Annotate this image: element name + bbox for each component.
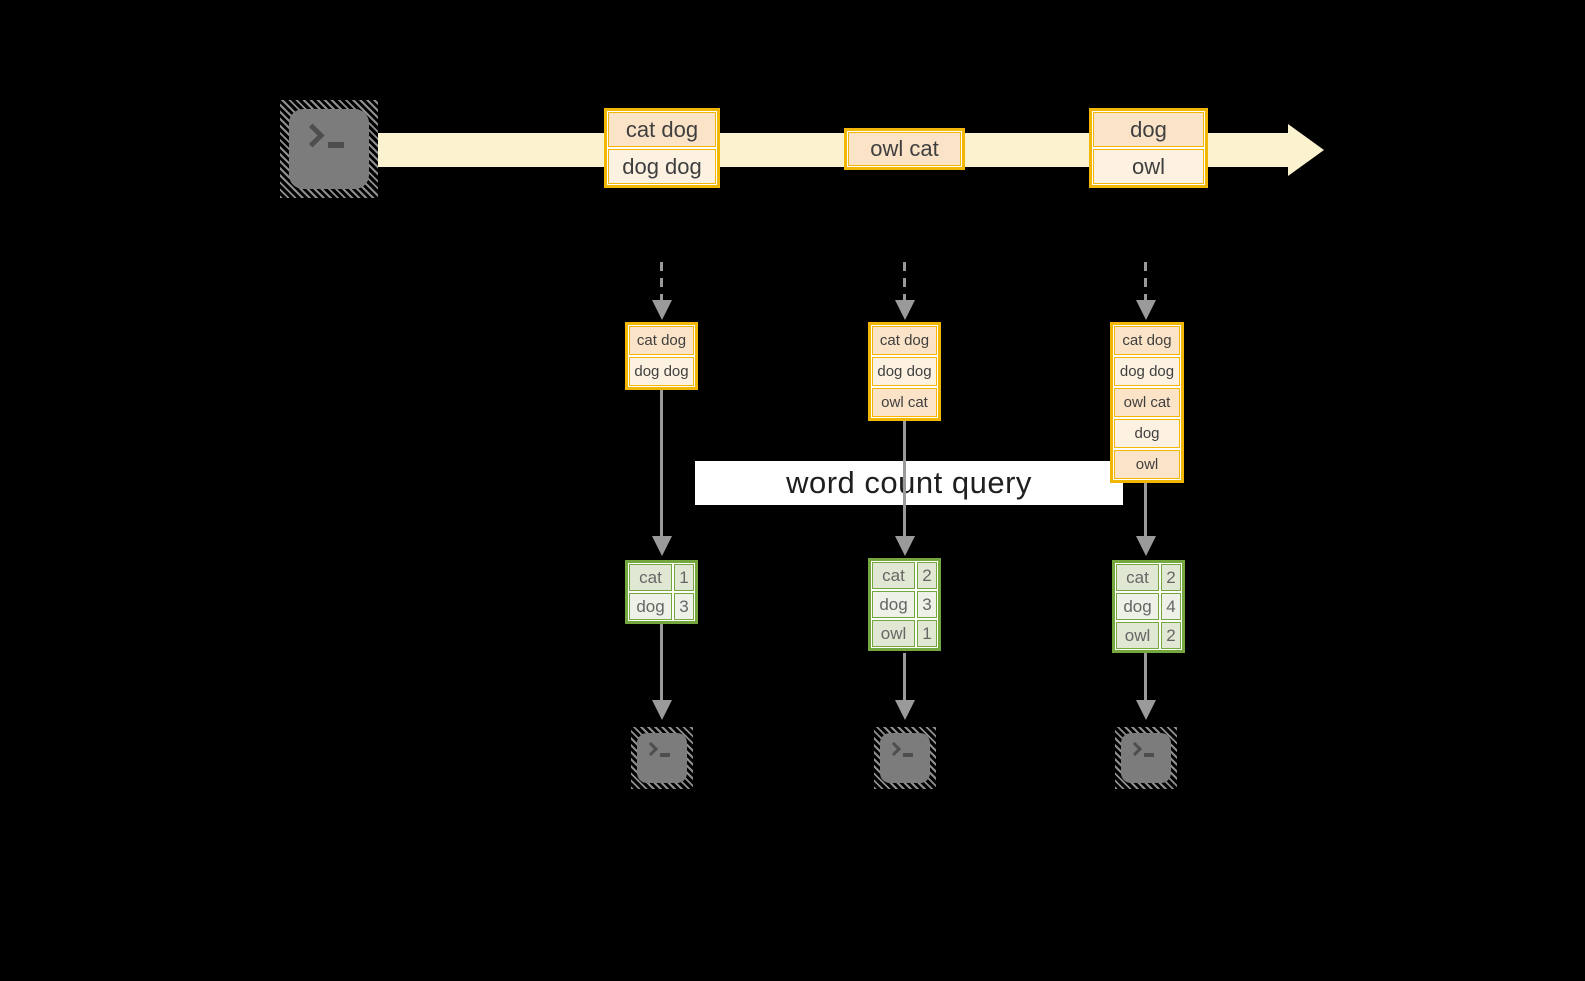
arrow-down-icon: [652, 700, 672, 720]
count-word-cell: owl: [1116, 622, 1159, 649]
underscore-cursor-icon: [660, 753, 670, 757]
arrow-down-icon: [1136, 700, 1156, 720]
chevron-right-icon: [1127, 741, 1143, 757]
count-word-cell: cat: [872, 562, 915, 589]
buffer-cell: owl: [1114, 450, 1180, 479]
terminal-prompt-icon: [1127, 741, 1154, 757]
count-word-cell: cat: [629, 564, 672, 591]
arrow-line: [660, 389, 663, 536]
sink-terminal-icon: [874, 727, 936, 789]
count-value-cell: 3: [917, 591, 937, 618]
arrow-line: [903, 420, 906, 536]
arrow-down-icon: [895, 700, 915, 720]
count-table: cat 1 dog 3: [625, 560, 698, 624]
buffer-stack: cat dog dog dog owl cat dog owl: [1110, 322, 1184, 483]
underscore-cursor-icon: [1144, 753, 1154, 757]
count-word-cell: dog: [1116, 593, 1159, 620]
stream-event-box: dog owl: [1089, 108, 1208, 188]
underscore-cursor-icon: [903, 753, 913, 757]
buffer-cell: cat dog: [872, 326, 937, 355]
count-value-cell: 4: [1161, 593, 1181, 620]
count-value-cell: 2: [1161, 622, 1181, 649]
buffer-cell: cat dog: [1114, 326, 1180, 355]
count-value-cell: 2: [917, 562, 937, 589]
count-word-cell: dog: [629, 593, 672, 620]
terminal-window: [1121, 733, 1171, 783]
chevron-right-icon: [886, 741, 902, 757]
event-cell: dog dog: [608, 149, 716, 184]
event-cell: cat dog: [608, 112, 716, 147]
arrow-line: [1144, 653, 1147, 700]
arrow-line: [660, 624, 663, 700]
count-word-cell: cat: [1116, 564, 1159, 591]
arrow-down-icon: [652, 536, 672, 556]
chevron-right-icon: [643, 741, 659, 757]
query-label-band: word count query: [695, 461, 1123, 505]
count-table: cat 2 dog 3 owl 1: [868, 558, 941, 651]
stream-event-box: cat dog dog dog: [604, 108, 720, 188]
dashed-arrow-line: [903, 262, 906, 300]
terminal-window: [637, 733, 687, 783]
source-terminal-icon: [280, 100, 378, 198]
buffer-cell: dog dog: [629, 357, 694, 386]
count-value-cell: 1: [674, 564, 694, 591]
underscore-cursor-icon: [328, 142, 344, 148]
buffer-stack: cat dog dog dog: [625, 322, 698, 390]
terminal-prompt-icon: [886, 741, 913, 757]
arrow-down-icon: [652, 300, 672, 320]
terminal-prompt-icon: [300, 123, 344, 148]
buffer-cell: owl cat: [1114, 388, 1180, 417]
count-value-cell: 2: [1161, 564, 1181, 591]
sink-terminal-icon: [1115, 727, 1177, 789]
buffer-cell: owl cat: [872, 388, 937, 417]
arrow-line: [1144, 483, 1147, 536]
count-word-cell: dog: [872, 591, 915, 618]
terminal-window: [880, 733, 930, 783]
arrow-down-icon: [1136, 300, 1156, 320]
stream-event-box: owl cat: [844, 128, 965, 170]
terminal-window: [289, 109, 369, 189]
chevron-right-icon: [300, 123, 325, 148]
query-label: word count query: [786, 465, 1032, 500]
dashed-arrow-line: [660, 262, 663, 300]
arrow-down-icon: [1136, 536, 1156, 556]
terminal-prompt-icon: [643, 741, 670, 757]
arrow-line: [903, 653, 906, 700]
buffer-cell: dog: [1114, 419, 1180, 448]
dashed-arrow-line: [1144, 262, 1147, 300]
arrow-down-icon: [895, 536, 915, 556]
count-table: cat 2 dog 4 owl 2: [1112, 560, 1185, 653]
buffer-stack: cat dog dog dog owl cat: [868, 322, 941, 421]
buffer-cell: cat dog: [629, 326, 694, 355]
count-word-cell: owl: [872, 620, 915, 647]
count-value-cell: 1: [917, 620, 937, 647]
arrow-down-icon: [895, 300, 915, 320]
buffer-cell: dog dog: [872, 357, 937, 386]
count-value-cell: 3: [674, 593, 694, 620]
event-cell: dog: [1093, 112, 1204, 147]
event-cell: owl: [1093, 149, 1204, 184]
arrow-right-icon: [1288, 124, 1324, 176]
buffer-cell: dog dog: [1114, 357, 1180, 386]
sink-terminal-icon: [631, 727, 693, 789]
event-cell: owl cat: [848, 132, 961, 166]
